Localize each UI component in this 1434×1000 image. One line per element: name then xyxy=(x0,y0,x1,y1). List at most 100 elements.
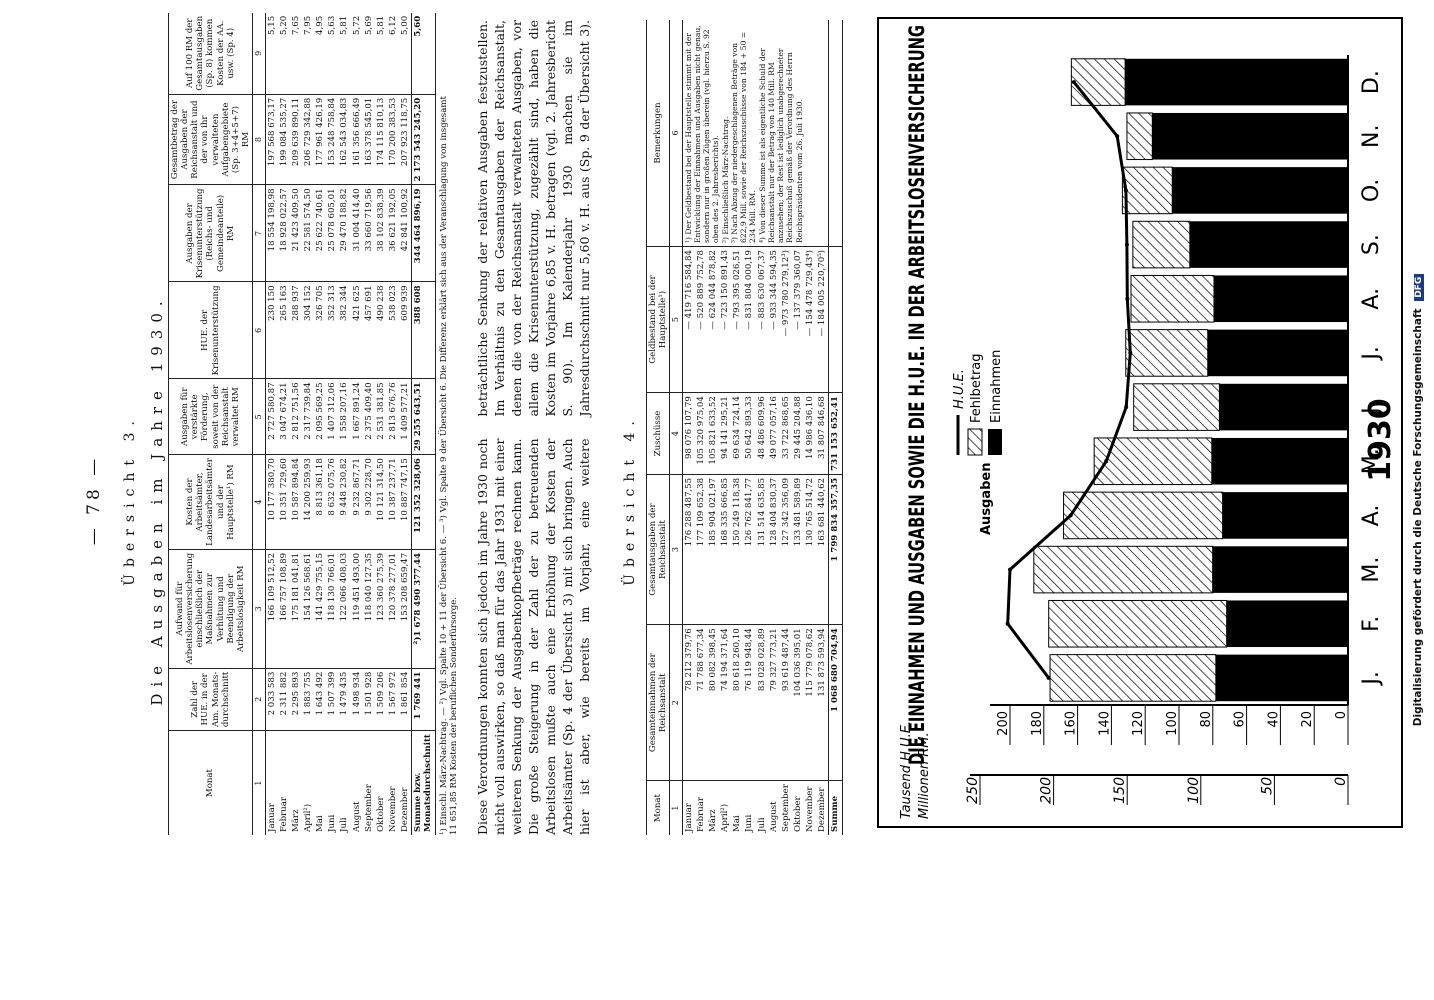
month-label: F. xyxy=(1359,616,1384,632)
einnahmen-bar xyxy=(1125,58,1348,106)
fehlbetrag-bar xyxy=(1133,383,1220,431)
value-cell: 48 486 609,96 xyxy=(755,392,768,475)
value-cell: 118 040 127,35 xyxy=(362,549,375,669)
value-cell: — 184 005 220,70⁵) xyxy=(816,246,829,393)
body-text: Diese Verordnungen konnten sich jedoch i… xyxy=(475,20,592,835)
value-cell: 5,20 xyxy=(277,12,290,95)
table3-col-index: 2 xyxy=(252,668,266,731)
value-cell: 265 163 xyxy=(277,281,290,379)
sum-value xyxy=(828,20,843,247)
hue-point xyxy=(1008,567,1013,572)
rm-tick-label: 120 xyxy=(1131,711,1146,736)
value-cell: 10 177 380,70 xyxy=(265,454,278,550)
rm-tick-label: 100 xyxy=(1165,711,1180,736)
value-cell: 1 667 891,24 xyxy=(350,378,363,455)
remark-note: ²) Einschließlich März-Nachtrag. xyxy=(720,116,730,243)
dfg-logo: DFG xyxy=(1414,273,1424,301)
einnahmen-bar xyxy=(1211,437,1349,485)
fehlbetrag-bar xyxy=(1070,58,1126,106)
value-cell: 4,95 xyxy=(314,12,327,95)
value-cell: 2 375 409,40 xyxy=(362,378,375,455)
value-cell: 9 448 230,82 xyxy=(338,454,351,550)
value-cell: 175 181 041,81 xyxy=(289,549,302,669)
legend-einnahmen-swatch xyxy=(988,429,1002,455)
table4-col-index: 5 xyxy=(669,246,683,393)
einnahmen-bar xyxy=(1172,167,1348,214)
y-right-label: Millionen RM. xyxy=(917,732,932,819)
month-cell: Juli xyxy=(756,817,767,832)
table4-header-6: Bemerkungen xyxy=(646,20,670,247)
value-cell: 80 618 260,10 xyxy=(731,624,744,781)
value-cell: — 973 780 279,12³) xyxy=(779,246,792,393)
value-cell: 119 451 493,00 xyxy=(350,549,363,669)
fehlbetrag-bar xyxy=(1132,220,1191,269)
table3-header-1: Monat xyxy=(168,730,253,835)
table4-col-index: 6 xyxy=(669,20,683,247)
value-cell: 69 634 724,14 xyxy=(731,392,744,475)
value-cell: 33 722 868,65 xyxy=(779,392,792,475)
month-cell: August xyxy=(351,801,362,832)
month-cell: März xyxy=(708,809,718,832)
table3-col-index: 5 xyxy=(252,378,266,455)
rm-tick-label: 20 xyxy=(1300,711,1315,728)
value-cell: 2 317 739,84 xyxy=(301,378,315,455)
value-cell: 93 619 487,44 xyxy=(779,624,792,781)
value-cell: 1 479 435 xyxy=(338,668,351,731)
value-cell: 31 807 846,68 xyxy=(816,392,829,475)
value-cell: 5,00 xyxy=(399,12,412,95)
chart-area: DIE EINNAHMEN UND AUSGABEN SOWIE DIE H.U… xyxy=(870,10,1410,835)
value-cell: 5,69 xyxy=(362,12,375,95)
sum-label: Summe bzw. Monatsdurchschnitt xyxy=(411,730,436,835)
value-cell: 6,12 xyxy=(386,12,400,95)
value-cell: 2 813 676,76 xyxy=(386,378,400,455)
rm-tick-label: 80 xyxy=(1199,711,1214,728)
value-cell: 5,63 xyxy=(326,12,339,95)
table3-col-index: 6 xyxy=(252,281,266,379)
value-cell: 10 351 729,60 xyxy=(277,454,290,550)
month-label: D. xyxy=(1359,70,1384,94)
value-cell: 18 928 022,57 xyxy=(277,184,290,282)
value-cell: 326 705 xyxy=(314,281,327,379)
year-label: 1930 xyxy=(1363,398,1398,482)
chart-title: DIE EINNAHMEN UND AUSGABEN SOWIE DIE H.U… xyxy=(905,25,929,765)
value-cell: 185 904 021,97 xyxy=(707,474,720,625)
hue-tick-label: 250 xyxy=(965,777,981,804)
value-cell: 1 409 577,21 xyxy=(399,378,412,455)
value-cell: 153 208 659,47 xyxy=(399,549,412,669)
month-label: J. xyxy=(1359,671,1384,686)
value-cell: 168 335 666,85 xyxy=(719,474,732,625)
hue-point xyxy=(1124,405,1129,410)
sum-value xyxy=(828,246,843,393)
table3-header-4: Kosten der Arbeitsämter, Landesarbeitsäm… xyxy=(168,454,253,550)
value-cell: 163 378 545,01 xyxy=(362,94,375,185)
table3-footnote-1: ¹) Einschl. März-Nachtrag. — ²) Vgl. Spa… xyxy=(438,96,449,835)
table3-col-index: 8 xyxy=(252,94,266,185)
month-cell: Oktober xyxy=(375,796,386,832)
month-cell: September xyxy=(363,784,374,832)
table3-header-7: Ausgaben der Krisenunterstützung (Reichs… xyxy=(168,184,253,282)
fehlbetrag-bar xyxy=(1033,545,1214,594)
value-cell: — 831 804 000,19 xyxy=(743,246,756,393)
sum-label: Summe xyxy=(828,780,843,835)
value-cell: 8 632 075,76 xyxy=(326,454,339,550)
value-cell: 3 047 674,21 xyxy=(277,378,290,455)
value-cell: 25 078 605,01 xyxy=(326,184,339,282)
month-cell: Juli xyxy=(339,817,350,832)
value-cell: 206 729 342,88 xyxy=(301,94,315,185)
hue-tick-label: 0 xyxy=(1333,777,1349,786)
sum-value: 388 608 xyxy=(411,281,436,379)
value-cell: 7,65 xyxy=(289,12,302,95)
sum-value: 1 068 680 704,94 xyxy=(828,624,843,781)
remarks-cell: ¹) Der Geldbestand bei der Hauptstelle s… xyxy=(682,20,829,247)
value-cell: 80 082 398,45 xyxy=(707,624,720,781)
value-cell: 288 937 xyxy=(289,281,302,379)
value-cell: — 520 889 752,78 xyxy=(694,246,707,393)
sum-value: 5,60 xyxy=(411,12,436,95)
hue-point xyxy=(1115,134,1120,139)
